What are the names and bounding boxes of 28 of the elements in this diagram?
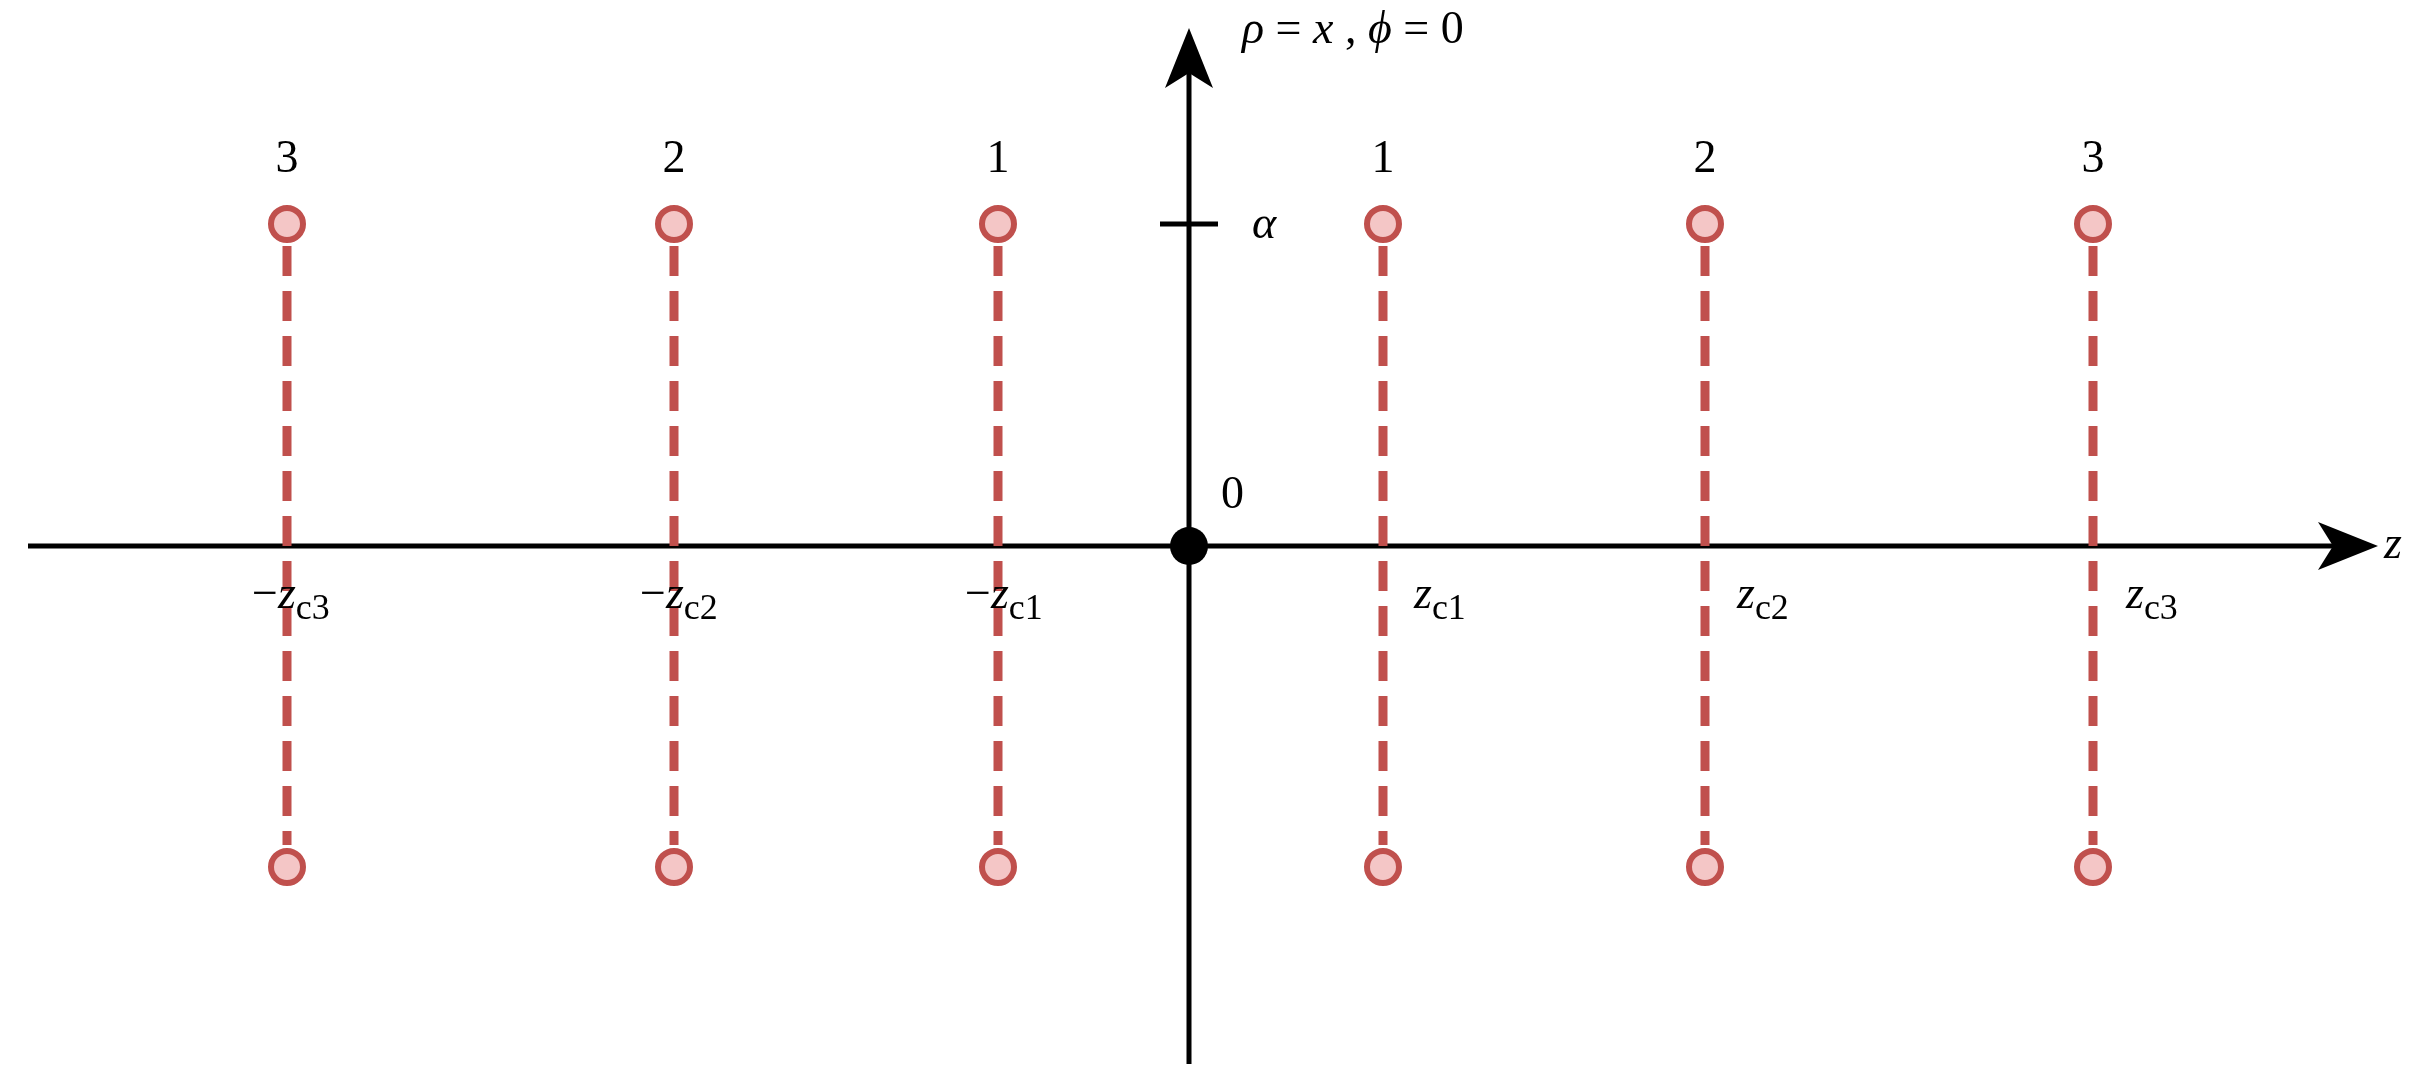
circle-marker <box>979 848 1017 886</box>
marker-number: 3 <box>274 134 300 180</box>
circle-marker <box>1364 205 1402 243</box>
dashed-line <box>1700 246 1710 845</box>
marker-number: 1 <box>1370 134 1396 180</box>
marker-number: 2 <box>661 134 687 180</box>
dashed-line <box>1378 246 1388 845</box>
tick-label: α <box>1252 200 1277 246</box>
circle-marker <box>268 848 306 886</box>
dashed-line <box>669 246 679 845</box>
dashed-line <box>993 246 1003 845</box>
circle-marker <box>655 205 693 243</box>
dashed-line <box>2088 246 2098 845</box>
circle-marker <box>1364 848 1402 886</box>
origin-label: 0 <box>1221 470 1244 516</box>
axis-label: z <box>2384 520 2402 566</box>
circle-marker <box>268 205 306 243</box>
dashed-line <box>282 246 292 845</box>
circle-marker <box>2074 848 2112 886</box>
circle-marker <box>1686 205 1724 243</box>
marker-number: 2 <box>1692 134 1718 180</box>
circle-marker <box>979 205 1017 243</box>
circle-marker <box>655 848 693 886</box>
marker-number: 1 <box>985 134 1011 180</box>
circle-marker <box>2074 205 2112 243</box>
marker-number: 3 <box>2080 134 2106 180</box>
circle-marker <box>1686 848 1724 886</box>
axis-label: ρ = x , ϕ = 0 <box>1242 5 1464 51</box>
